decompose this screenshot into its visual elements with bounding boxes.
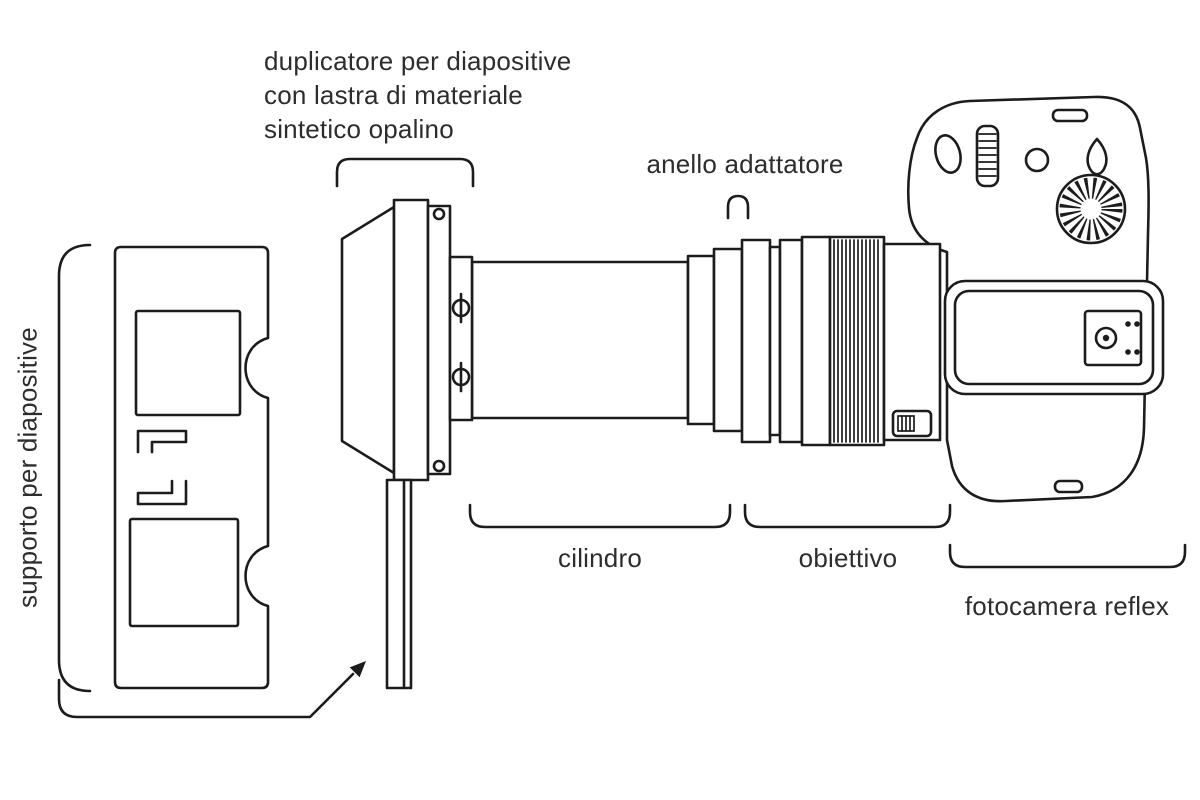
screw-slot-icon	[451, 361, 471, 393]
thumb-wheel	[975, 124, 1000, 188]
adapter-ring-pointer	[726, 194, 750, 220]
label-duplicator: duplicatore per diapositive con lastra d…	[264, 44, 571, 146]
front-plate	[943, 279, 1165, 396]
lens	[740, 235, 942, 447]
slide-holder	[113, 245, 270, 690]
mode-dial	[1055, 173, 1127, 245]
label-adapter-ring: anello adattatore	[646, 149, 844, 179]
slide-window-bottom	[128, 517, 240, 628]
hot-shoe	[1083, 309, 1143, 367]
adapter-rings	[686, 247, 744, 433]
screw-icon	[432, 207, 446, 221]
knurled-focus-ring	[828, 235, 886, 447]
label-duplicator-line3: sintetico opalino	[264, 114, 454, 144]
bottom-slot	[1053, 479, 1084, 494]
label-duplicator-line2: con lastra di materiale	[264, 80, 523, 110]
slide-blade	[385, 478, 413, 690]
holder-pointer-line	[57, 243, 366, 719]
label-bracket-cylinder	[468, 503, 732, 529]
label-bracket-lens	[743, 503, 952, 529]
label-camera: fotocamera reflex	[964, 591, 1170, 621]
slide-duplicator	[340, 198, 474, 482]
arrowhead-icon	[349, 661, 366, 678]
label-lens: obiettivo	[798, 543, 898, 573]
slide-clip-icon	[136, 479, 188, 506]
slide-window-top	[134, 309, 242, 417]
focus-switch	[891, 409, 933, 438]
viewfinder-eyepiece	[934, 134, 962, 174]
label-slide-holder: supporto per diapositive	[12, 327, 43, 608]
label-cylinder: cilindro	[558, 543, 642, 573]
label-bracket-camera	[948, 543, 1187, 569]
slide-clip-icon	[136, 429, 188, 454]
top-slot	[1051, 108, 1089, 123]
screw-icon	[432, 459, 446, 473]
screw-slot-icon	[451, 292, 471, 324]
top-button	[1024, 147, 1050, 173]
cylinder	[470, 260, 690, 420]
duplicator-bracket	[335, 157, 475, 188]
label-duplicator-line1: duplicatore per diapositive	[264, 46, 572, 76]
